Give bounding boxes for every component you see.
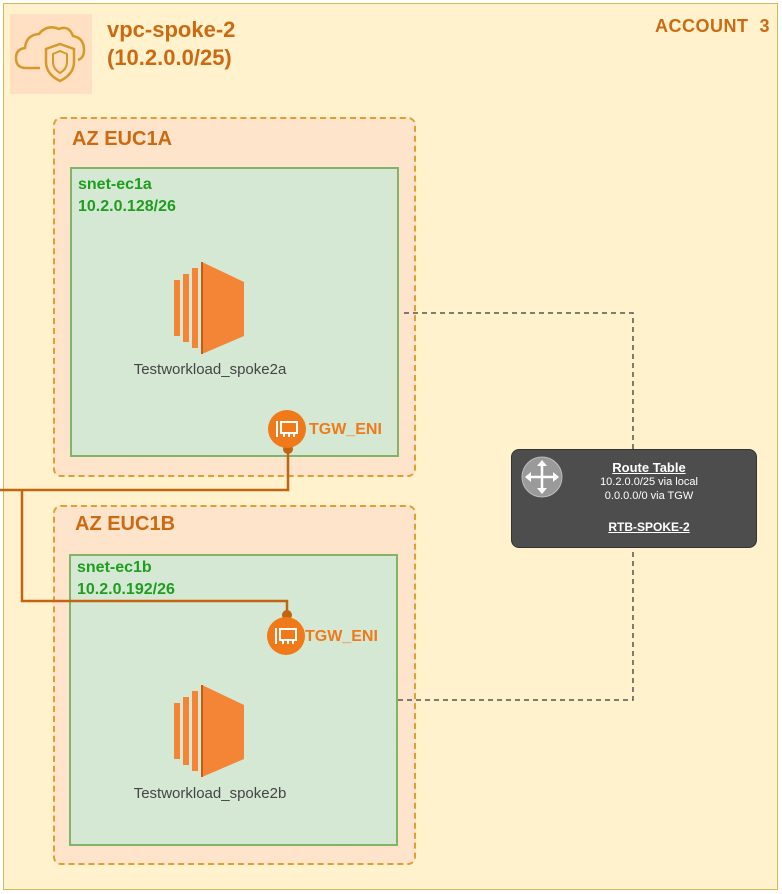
ec2-spoke2b-label: Testworkload_spoke2b xyxy=(133,785,287,802)
dashed-connector-subnet-b xyxy=(398,549,634,701)
vpc-title: vpc-spoke-2 (10.2.0.0/25) xyxy=(107,16,235,72)
vpc-cidr: (10.2.0.0/25) xyxy=(107,45,232,70)
route-table-name: RTB-SPOKE-2 xyxy=(608,520,690,534)
account-label: ACCOUNT 3 xyxy=(655,16,771,36)
vpc-name: vpc-spoke-2 xyxy=(107,17,236,42)
network-interface-icon xyxy=(267,617,305,655)
subnet-ec1a-label: snet-ec1a 10.2.0.128/26 xyxy=(78,174,176,218)
az-euc1b-title: AZ EUC1B xyxy=(75,513,176,535)
az-euc1a-title: AZ EUC1A xyxy=(72,128,173,150)
tgw-line-eni-b xyxy=(20,490,289,615)
subnet-ec1a-name: snet-ec1a xyxy=(78,176,152,193)
tgw-line-eni-a xyxy=(0,449,290,492)
route-entry-tgw: 0.0.0.0/0 via TGW xyxy=(604,490,694,502)
route-table-box[interactable]: Route Table 10.2.0.0/25 via local 0.0.0.… xyxy=(511,449,757,548)
eni-a-label: TGW_ENI xyxy=(309,421,382,438)
subnet-ec1b-cidr: 10.2.0.192/26 xyxy=(77,581,175,598)
ec2-instance-icon xyxy=(174,262,244,354)
network-interface-icon xyxy=(268,410,306,448)
subnet-ec1b-name: snet-ec1b xyxy=(77,559,152,576)
ec2-spoke2a-label: Testworkload_spoke2a xyxy=(133,361,287,378)
router-arrows-icon xyxy=(521,456,563,498)
route-entry-local: 10.2.0.0/25 via local xyxy=(600,476,698,488)
subnet-ec1b-label: snet-ec1b 10.2.0.192/26 xyxy=(77,557,175,601)
route-table-title: Route Table xyxy=(612,460,686,475)
dashed-connector-subnet-a xyxy=(404,312,634,449)
subnet-ec1a-cidr: 10.2.0.128/26 xyxy=(78,198,176,215)
ec2-instance-icon xyxy=(174,685,244,777)
vpc-cloud-shield-icon xyxy=(14,26,86,83)
eni-b-label: TGW_ENI xyxy=(305,628,378,645)
vpc-icon-box xyxy=(10,14,92,94)
